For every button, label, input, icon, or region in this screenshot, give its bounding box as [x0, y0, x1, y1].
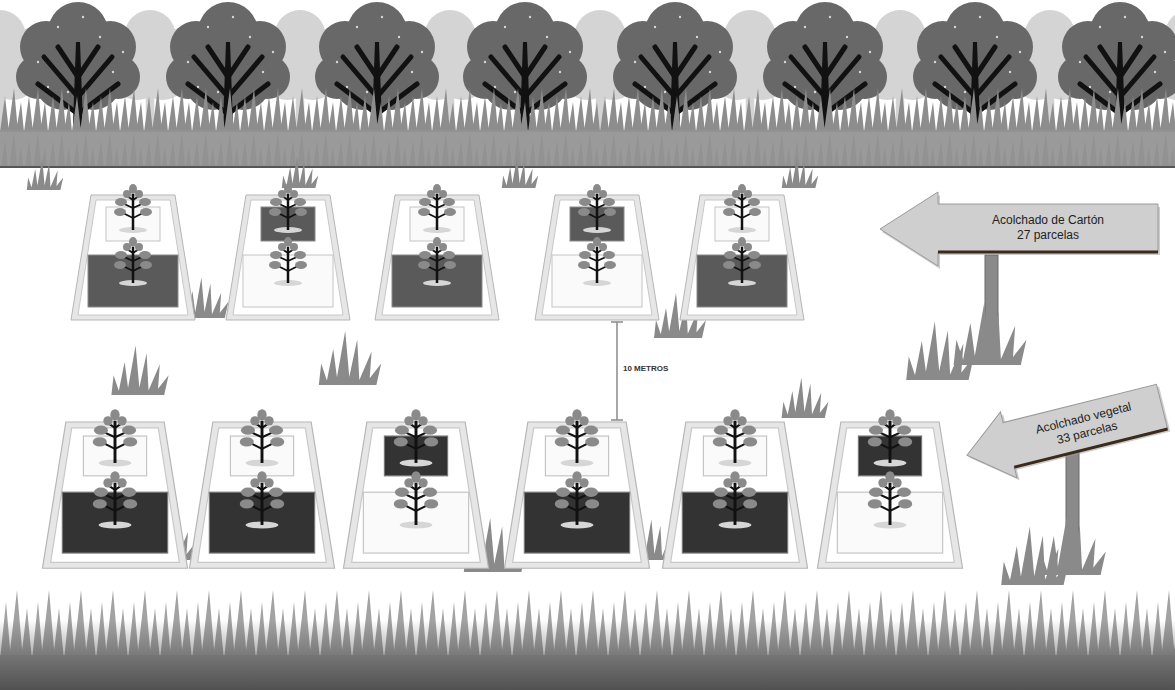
plot — [504, 409, 649, 568]
sign-body: Acolchado de Cartón27 parcelas — [938, 204, 1158, 252]
sign-board — [880, 192, 1158, 266]
grass-ground — [0, 590, 1175, 690]
plot — [680, 184, 804, 320]
plot — [343, 409, 488, 568]
sign-board — [959, 374, 1170, 489]
plot — [42, 409, 187, 568]
grass-band — [0, 88, 1175, 167]
plot — [375, 184, 499, 320]
sign-arrow: Acolchado vegetal33 parcelas — [956, 371, 1172, 490]
plot — [71, 184, 195, 320]
plot — [817, 409, 962, 568]
dimension-label: 10 METROS — [623, 364, 668, 373]
plot — [189, 409, 334, 568]
sign-text: Acolchado de Cartón — [992, 213, 1104, 228]
sign-edge — [938, 251, 1158, 254]
dimension-line — [611, 322, 623, 420]
plot — [535, 184, 659, 320]
plot-row — [71, 184, 804, 320]
sign-arrow: Acolchado de Cartón27 parcelas — [878, 190, 1160, 268]
plot — [226, 184, 350, 320]
plot — [662, 409, 807, 568]
plot-row — [42, 409, 962, 568]
sign-text: 27 parcelas — [1017, 228, 1079, 243]
sign-body: Acolchado vegetal33 parcelas — [1003, 384, 1167, 467]
